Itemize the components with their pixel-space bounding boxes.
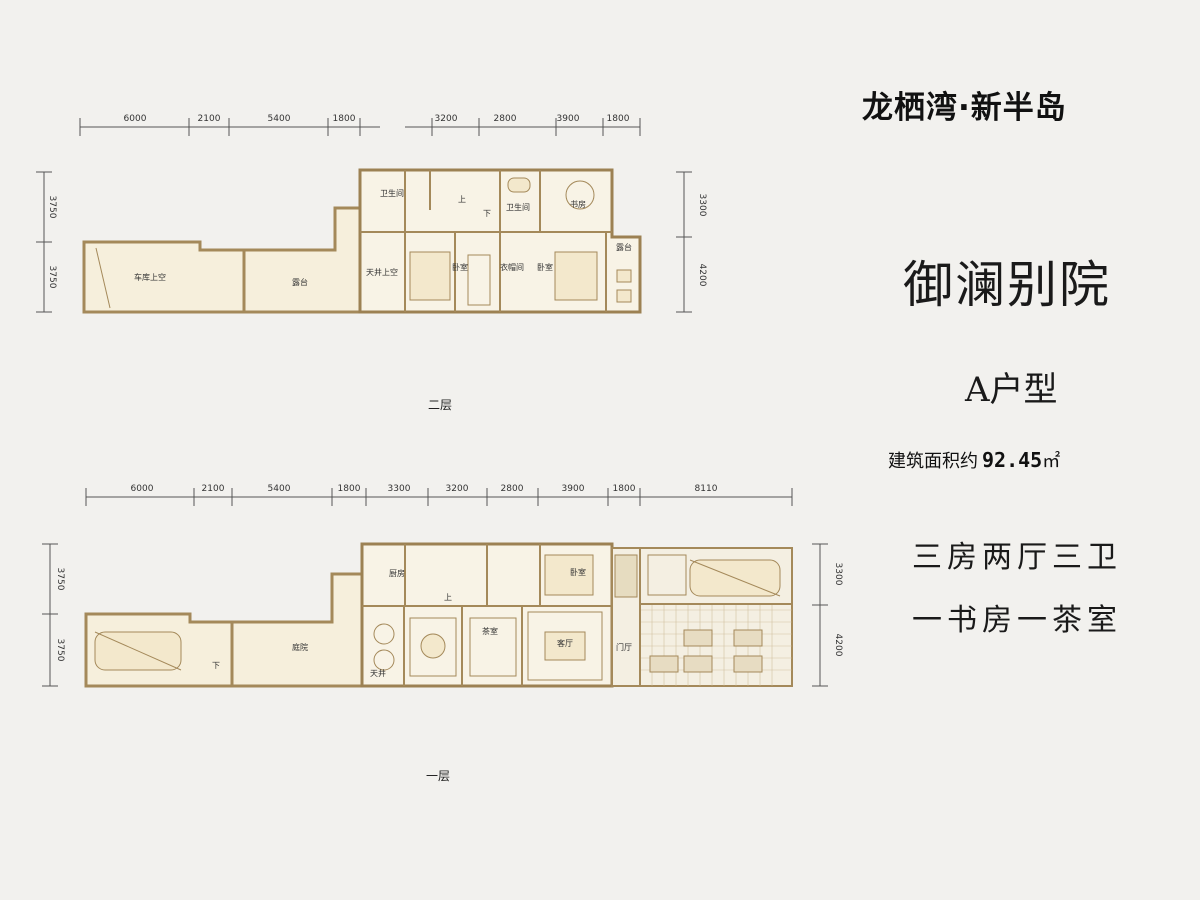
unit-type: A户型 <box>965 370 1058 410</box>
ground-room-tea: 茶室 <box>482 626 498 636</box>
upper-dim-top-3: 5400 <box>268 114 291 124</box>
ground-dim-top-2: 2100 <box>202 484 225 494</box>
upper-dim-right-1: 3300 <box>697 194 707 217</box>
ground-room-kitchen: 厨房 <box>389 568 405 578</box>
upper-room-atrium-void: 天井上空 <box>366 267 398 277</box>
ground-dimension-lines <box>42 488 828 687</box>
upper-dim-right-2: 4200 <box>697 264 707 287</box>
ground-room-atrium: 天井 <box>370 668 386 678</box>
area-value: 92.45 <box>982 448 1043 472</box>
upper-floor-label: 二层 <box>428 398 453 412</box>
upper-dim-top-2: 2100 <box>198 114 221 124</box>
upper-dim-top-5: 3200 <box>435 114 458 124</box>
ground-dim-right-1: 3300 <box>833 563 843 586</box>
upper-floor-walls <box>82 168 642 314</box>
upper-room-bedroom-2: 卧室 <box>537 262 553 272</box>
ground-dim-top-10: 8110 <box>695 484 718 494</box>
upper-room-terrace-right: 露台 <box>616 242 632 252</box>
upper-dim-top-7: 3900 <box>557 114 580 124</box>
upper-dim-left-1: 3750 <box>47 196 57 219</box>
ground-room-bedroom: 卧室 <box>570 567 586 577</box>
ground-dim-top-3: 5400 <box>268 484 291 494</box>
feature-rooms: 三房两厅三卫 <box>912 540 1122 575</box>
upper-stair-down: 下 <box>483 209 491 218</box>
upper-stair-up: 上 <box>458 195 466 204</box>
feature-study: 一书房一茶室 <box>912 603 1122 638</box>
ground-dim-top-4: 1800 <box>338 484 361 494</box>
upper-room-bath-2: 卫生间 <box>506 202 530 212</box>
ground-dim-top-5: 3300 <box>388 484 411 494</box>
ground-dim-top-7: 2800 <box>501 484 524 494</box>
upper-dimension-lines <box>36 118 692 313</box>
ground-stair-down: 下 <box>212 661 220 670</box>
brand-title: 龙栖湾·新半岛 <box>862 90 1067 126</box>
ground-room-yard: 庭院 <box>292 642 308 652</box>
area-label: 建筑面积约 <box>888 451 978 472</box>
ground-room-foyer: 门厅 <box>616 642 632 652</box>
project-name: 御澜别院 <box>903 256 1111 314</box>
upper-room-closet: 衣帽间 <box>500 262 524 272</box>
ground-dim-top-8: 3900 <box>562 484 585 494</box>
ground-dim-top-6: 3200 <box>446 484 469 494</box>
upper-room-terrace-left: 露台 <box>292 277 308 287</box>
ground-dim-top-9: 1800 <box>613 484 636 494</box>
upper-dim-top-1: 6000 <box>124 114 147 124</box>
upper-dim-top-8: 1800 <box>607 114 630 124</box>
ground-stair-up: 上 <box>444 593 452 602</box>
ground-dim-top-1: 6000 <box>131 484 154 494</box>
ground-room-living: 客厅 <box>557 638 573 648</box>
upper-room-bedroom-1: 卧室 <box>452 262 468 272</box>
area-unit: ㎡ <box>1042 451 1061 472</box>
upper-dim-top-4: 1800 <box>333 114 356 124</box>
upper-room-bath-1: 卫生间 <box>380 188 404 198</box>
ground-dim-right-2: 4200 <box>833 634 843 657</box>
upper-room-study: 书房 <box>570 199 586 209</box>
ground-dim-left-1: 3750 <box>55 568 65 591</box>
ground-floor-label: 一层 <box>426 769 451 783</box>
upper-dim-left-2: 3750 <box>47 266 57 289</box>
ground-dim-left-2: 3750 <box>55 639 65 662</box>
upper-room-garage-void: 车库上空 <box>134 272 166 282</box>
upper-dim-top-6: 2800 <box>494 114 517 124</box>
ground-floor-walls <box>84 542 793 688</box>
